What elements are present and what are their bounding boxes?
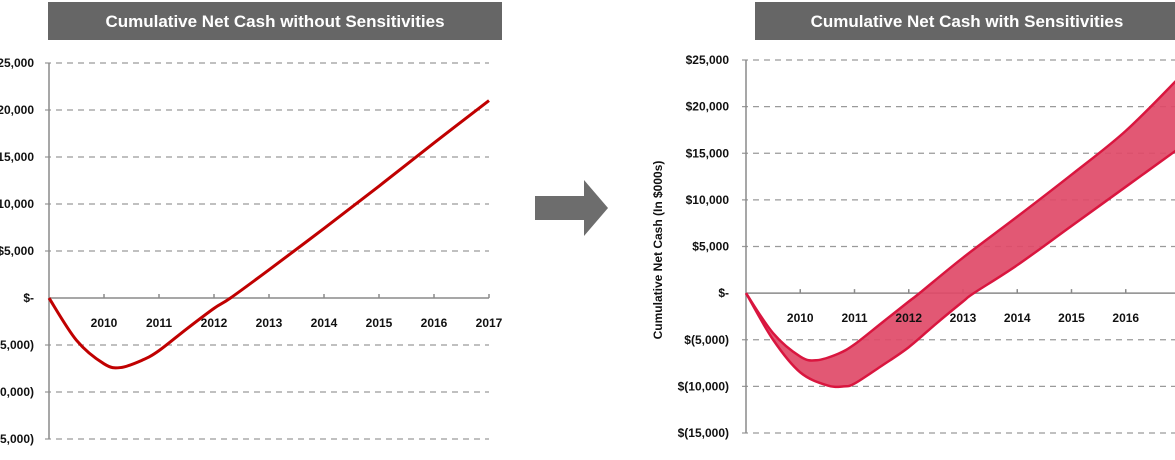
y-tick-label: $15,000 [686, 146, 730, 160]
x-tick-label: 2015 [366, 316, 393, 330]
x-tick-label: 2014 [311, 316, 338, 330]
x-tick-label: 2013 [950, 311, 977, 325]
x-tick-label: 2013 [256, 316, 283, 330]
y-tick-label: $20,000 [0, 103, 34, 117]
y-tick-label: $20,000 [686, 100, 730, 114]
y-tick-label: $25,000 [0, 56, 34, 70]
title-bar [48, 2, 502, 40]
y-tick-label: $(15,000) [678, 426, 729, 440]
y-tick-label: $15,000 [0, 150, 34, 164]
y-tick-label: $25,000 [686, 53, 730, 67]
x-tick-label: 2011 [146, 316, 172, 330]
y-tick-label: $5,000 [0, 244, 34, 258]
x-tick-label: 2016 [421, 316, 448, 330]
y-tick-label: $(10,000) [678, 379, 729, 393]
x-tick-label: 2010 [91, 316, 118, 330]
right-arrow-icon [535, 180, 608, 236]
x-tick-label: 2012 [201, 316, 228, 330]
x-tick-label: 2017 [476, 316, 503, 330]
y-tick-label: $10,000 [686, 193, 730, 207]
upper-bound-line [744, 80, 1175, 362]
y-tick-label: $- [718, 286, 729, 300]
chart-title: Cumulative Net Cash with Sensitivities [811, 12, 1124, 31]
y-tick-label: $5,000 [692, 240, 729, 254]
chart-title: Cumulative Net Cash without Sensitivitie… [105, 12, 444, 31]
y-tick-label: $(15,000) [0, 432, 34, 446]
x-tick-label: 2015 [1058, 311, 1085, 325]
x-tick-label: 2016 [1112, 311, 1139, 325]
y-tick-label: $(5,000) [0, 338, 34, 352]
chart-with-sensitivities: Cumulative Net Cash with Sensitivities C… [651, 2, 1175, 440]
x-tick-label: 2010 [787, 311, 814, 325]
y-tick-label: $(10,000) [0, 385, 34, 399]
x-tick-label: 2012 [895, 311, 922, 325]
y-tick-label: $10,000 [0, 197, 34, 211]
x-tick-label: 2011 [841, 311, 867, 325]
lower-bound-line [744, 149, 1175, 389]
net-cash-line [47, 99, 490, 370]
chart-without-sensitivities: Cumulative Net Cash without Sensitivitie… [0, 2, 503, 446]
y-tick-label: $(5,000) [684, 333, 729, 347]
y-tick-label: $- [23, 291, 34, 305]
x-tick-label: 2014 [1004, 311, 1031, 325]
sensitivity-band [746, 81, 1175, 387]
y-axis-title: Cumulative Net Cash (In $000s) [651, 161, 665, 340]
title-bar [755, 2, 1175, 40]
